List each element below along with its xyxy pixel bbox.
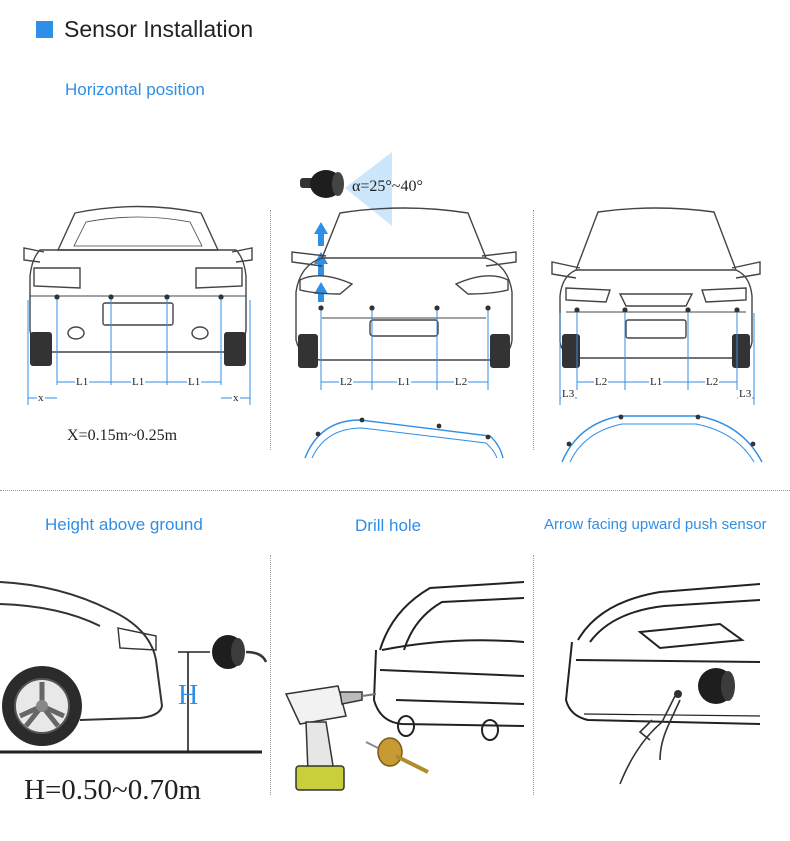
divider-bottom-1 — [270, 555, 271, 795]
push-title: Arrow facing upward push sensor — [544, 516, 767, 533]
front-label-1: L2 — [339, 376, 354, 388]
rear-label-3: L1 — [187, 376, 202, 388]
sedan-label-3: L2 — [705, 376, 720, 388]
rear-label-2: L1 — [131, 376, 146, 388]
header-accent-square — [36, 21, 53, 38]
divider-top-2 — [533, 210, 534, 450]
sedan-label-1: L2 — [594, 376, 609, 388]
height-title: Height above ground — [45, 515, 203, 534]
angle-label: α=25°~40° — [352, 178, 423, 195]
front-label-2: L1 — [397, 376, 412, 388]
page-title: Sensor Installation — [64, 16, 254, 42]
rear-edge-right: x — [232, 392, 240, 404]
rear-label-1: L1 — [75, 376, 90, 388]
drill-title: Drill hole — [355, 516, 422, 535]
divider-top-1 — [270, 210, 271, 450]
sedan-edge-right: L3 — [738, 388, 753, 400]
front-label-3: L2 — [454, 376, 469, 388]
section-divider — [0, 490, 790, 491]
horizontal-position-title: Horizontal position — [65, 80, 205, 99]
height-formula: H=0.50~0.70m — [24, 774, 202, 806]
divider-bottom-2 — [533, 555, 534, 795]
edge-distance-formula: X=0.15m~0.25m — [67, 427, 178, 444]
sedan-label-2: L1 — [649, 376, 664, 388]
sedan-edge-left: L3 — [561, 388, 576, 400]
height-symbol: H — [178, 680, 199, 711]
rear-edge-left: x — [37, 392, 45, 404]
